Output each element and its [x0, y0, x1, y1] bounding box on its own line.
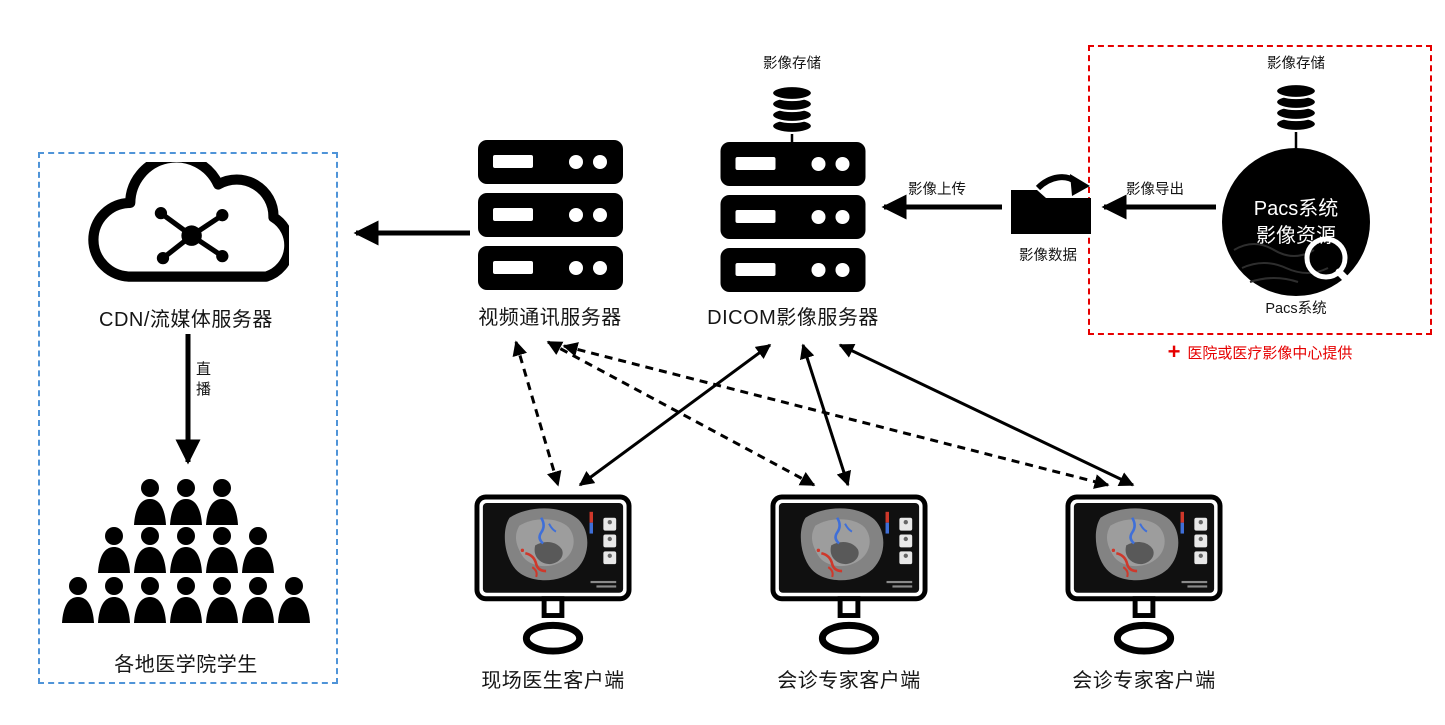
- students-group-box: [38, 152, 338, 684]
- dicom-storage-database-icon: [770, 84, 814, 134]
- pacs-storage-label: 影像存储: [1267, 56, 1325, 72]
- person-icon: [204, 576, 240, 624]
- client3-label: 会诊专家客户端: [1072, 670, 1216, 692]
- person-icon: [168, 526, 204, 574]
- link-video-client3: [562, 342, 1110, 489]
- cdn-label: CDN/流媒体服务器: [99, 309, 273, 331]
- image-export-label: 影像导出: [1126, 182, 1184, 198]
- person-icon: [96, 526, 132, 574]
- person-icon: [96, 576, 132, 624]
- image-upload-label: 影像上传: [908, 182, 966, 198]
- link-video-client1: [512, 340, 562, 487]
- provider-annotation: + 医院或医疗影像中心提供: [1088, 341, 1432, 363]
- students-row-3: [60, 576, 312, 624]
- dicom-server-icon: [718, 142, 868, 292]
- link-video-client2: [546, 340, 816, 487]
- pacs-circle-line2: 影像资源: [1256, 225, 1336, 247]
- folder-import-icon: [1008, 172, 1094, 238]
- pacs-circle-line1: Pacs系统: [1253, 198, 1339, 220]
- dicom-server-label: DICOM影像服务器: [707, 307, 879, 329]
- client1-monitor-icon: [474, 494, 632, 660]
- link-dicom-client3: [838, 343, 1135, 487]
- link-dicom-client1: [578, 343, 772, 487]
- person-icon: [276, 576, 312, 624]
- live-stream-label: 直播: [195, 361, 211, 398]
- hospital-group-box: [1088, 45, 1432, 335]
- client1-label: 现场医生客户端: [481, 670, 625, 692]
- client3-monitor-icon: [1065, 494, 1223, 660]
- person-icon: [132, 526, 168, 574]
- person-icon: [168, 576, 204, 624]
- person-icon: [204, 478, 240, 526]
- person-icon: [60, 576, 96, 624]
- person-icon: [132, 576, 168, 624]
- client2-label: 会诊专家客户端: [777, 670, 921, 692]
- client2-monitor-icon: [770, 494, 928, 660]
- students-row-1: [132, 478, 240, 526]
- person-icon: [132, 478, 168, 526]
- pacs-storage-database-icon: [1274, 82, 1318, 132]
- image-folder-label: 影像数据: [1019, 248, 1077, 264]
- plus-icon: +: [1167, 339, 1181, 364]
- cdn-cloud-network-icon: [84, 162, 289, 295]
- person-icon: [240, 576, 276, 624]
- dicom-storage-label: 影像存储: [763, 56, 821, 72]
- students-row-2: [96, 526, 276, 574]
- video-server-icon: [478, 140, 623, 290]
- video-server-label: 视频通讯服务器: [478, 307, 622, 329]
- pacs-system-label: Pacs系统: [1265, 301, 1327, 317]
- person-icon: [168, 478, 204, 526]
- link-dicom-client2: [799, 343, 852, 487]
- person-icon: [204, 526, 240, 574]
- students-label: 各地医学院学生: [114, 654, 258, 676]
- person-icon: [240, 526, 276, 574]
- provider-label: 医院或医疗影像中心提供: [1187, 344, 1353, 362]
